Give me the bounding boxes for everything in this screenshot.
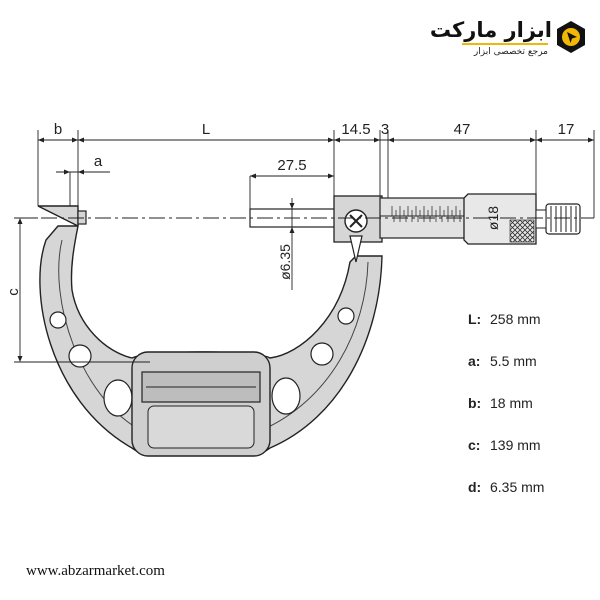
dim-label-27-5: 27.5: [277, 157, 306, 174]
brand-logo[interactable]: ابزار مارکت مرجع تخصصی ابزار: [430, 14, 590, 64]
dim-label-3: 3: [381, 121, 389, 138]
dim-label-b: b: [54, 121, 62, 138]
dim-label-L: L: [202, 121, 210, 138]
spec-row-b: b:18 mm: [468, 395, 533, 411]
dim-label-14-5: 14.5: [341, 121, 370, 138]
frame-hole: [337, 307, 355, 325]
spec-row-c: c:139 mm: [468, 437, 541, 453]
spec-row-L: L:258 mm: [468, 311, 541, 327]
dim-label-spindle-dia: ø6.35: [277, 244, 293, 280]
frame-hole: [271, 377, 301, 415]
dimension-arrows: [17, 137, 594, 362]
brand-name: ابزار مارکت: [429, 18, 552, 42]
dim-label-thimble-dia: ø18: [485, 206, 501, 230]
dim-label-a: a: [94, 153, 103, 170]
brand-tagline: مرجع تخصصی ابزار: [473, 47, 548, 57]
brand-underline: [462, 43, 548, 45]
spec-row-d: d:6.35 mm: [468, 479, 545, 495]
frame-hole: [103, 379, 133, 417]
spec-row-a: a:5.5 mm: [468, 353, 537, 369]
dimension-lines: [14, 130, 595, 363]
frame-hole: [49, 311, 67, 329]
dim-label-47: 47: [454, 121, 471, 138]
sleeve-scale: [391, 206, 461, 222]
frame-hole: [68, 344, 92, 368]
dim-label-17: 17: [558, 121, 575, 138]
website-link[interactable]: www.abzarmarket.com: [26, 563, 165, 579]
cursor-hexagon-icon: [557, 21, 585, 53]
lock-lever: [349, 235, 363, 263]
frame-hole: [310, 342, 334, 366]
thimble-knurl: [509, 219, 535, 243]
plate-window: [147, 405, 255, 449]
anvil: [77, 210, 87, 225]
dim-label-c: c: [5, 288, 22, 296]
